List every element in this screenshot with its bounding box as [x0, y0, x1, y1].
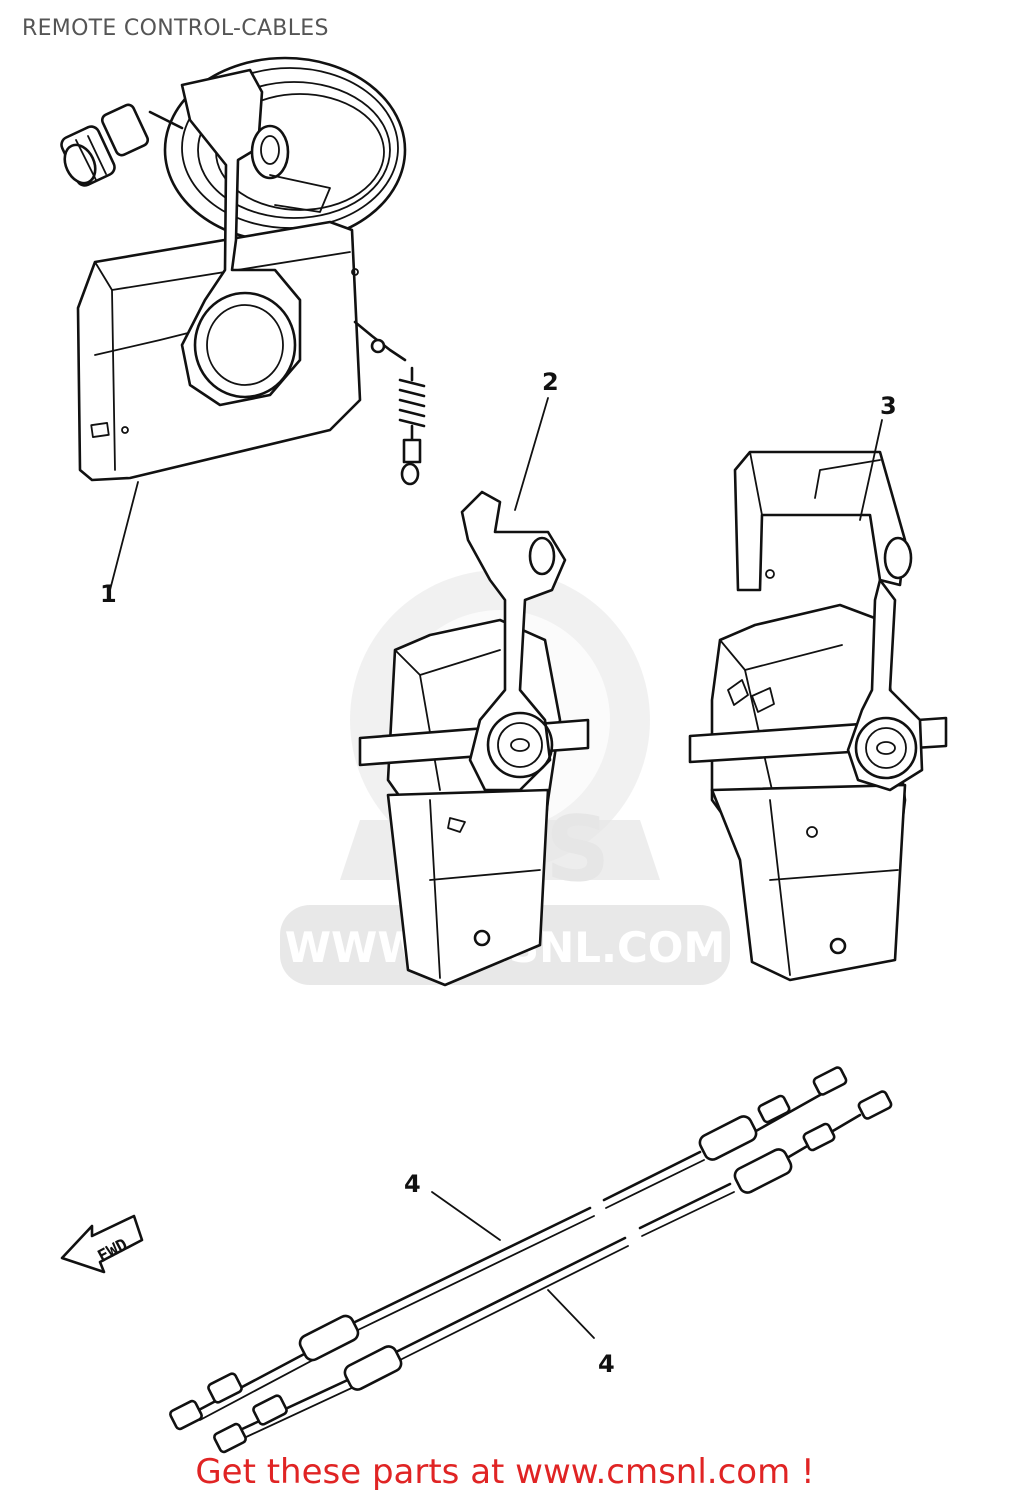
- fwd-arrow-icon: FWD: [60, 1214, 144, 1274]
- callout-1: 1: [100, 580, 117, 608]
- spring-assembly: [353, 320, 426, 486]
- part-1-side-mount-remote-control: [60, 56, 426, 486]
- callout-2: 2: [542, 368, 559, 396]
- get-parts-link[interactable]: Get these parts at www.cmsnl.com !: [195, 1452, 815, 1492]
- callout-4b: 4: [598, 1350, 615, 1378]
- harness-connector: [60, 103, 184, 187]
- part-3-dual-lever-control: [688, 450, 948, 982]
- callout-3: 3: [880, 392, 897, 420]
- part-4-control-cables: [169, 1066, 893, 1454]
- diagram-title: REMOTE CONTROL-CABLES: [22, 16, 329, 41]
- part-2-single-lever-control: [358, 490, 590, 987]
- callout-4a: 4: [404, 1170, 421, 1198]
- leader-lines: [109, 397, 883, 1339]
